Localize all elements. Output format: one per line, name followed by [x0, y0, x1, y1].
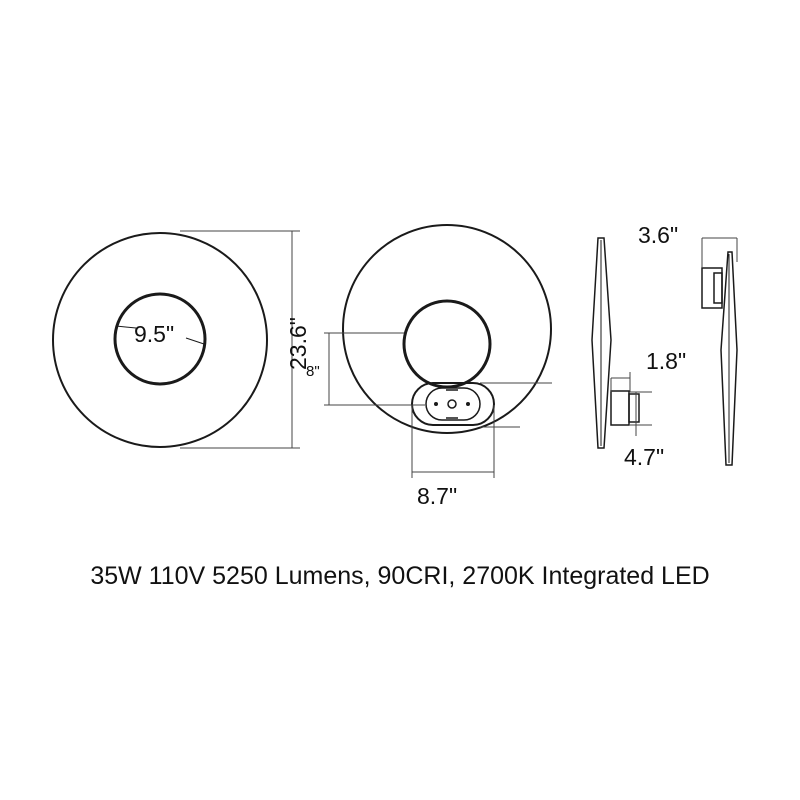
mounting-screw-left — [434, 402, 438, 406]
profile-depth-label: 3.6" — [638, 222, 678, 248]
side-view — [701, 237, 738, 466]
outer-diameter-label: 23.6" — [285, 317, 311, 370]
inner-diameter-pointer-right — [185, 337, 205, 345]
side-bracket-body — [610, 390, 630, 426]
side-view-bracket — [701, 267, 723, 309]
back-view — [324, 224, 552, 478]
inner-diameter-label: 9.5" — [134, 321, 174, 347]
side-profile-view — [591, 237, 652, 449]
mounting-screw-right — [466, 402, 470, 406]
side-profile-disc — [591, 237, 612, 449]
mounting-plate — [411, 382, 495, 426]
bracket-height-label: 4.7" — [624, 444, 664, 470]
side-view-disc — [720, 251, 738, 466]
mounting-center-hole — [447, 399, 457, 409]
inner-diameter-pointer — [115, 325, 137, 329]
side-bracket-plate — [628, 393, 640, 423]
spec-text: 35W 110V 5250 Lumens, 90CRI, 2700K Integ… — [90, 562, 710, 590]
mount-offset-label: 8" — [306, 363, 320, 380]
back-outer-disc — [342, 224, 552, 434]
front-view — [52, 230, 300, 449]
back-inner-ring — [402, 299, 492, 389]
mounting-plate-inner — [425, 387, 481, 421]
mount-width-label: 8.7" — [417, 483, 457, 509]
front-inner-ring — [113, 292, 207, 386]
bracket-depth-label: 1.8" — [646, 348, 686, 374]
front-outer-disc — [52, 232, 268, 448]
side-view-bracket-inner — [713, 272, 723, 304]
